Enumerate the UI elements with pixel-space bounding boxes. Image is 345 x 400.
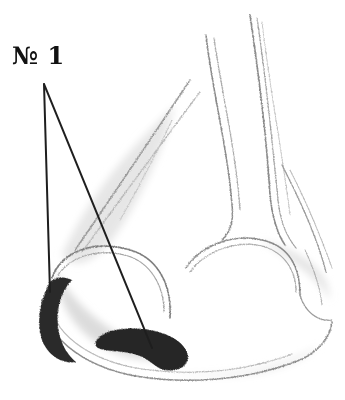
shading-layer — [55, 105, 330, 376]
figure-label: № 1 — [12, 44, 65, 68]
pointer-lines — [44, 84, 152, 348]
left-ala-dark-shading — [39, 278, 76, 363]
nostril-opening-dark — [95, 329, 188, 371]
right-nostril-bulb — [186, 238, 332, 320]
right-nose-contour — [206, 15, 332, 272]
pointer-line-to-ala — [44, 84, 50, 292]
pointer-line-to-nostril — [44, 84, 152, 348]
